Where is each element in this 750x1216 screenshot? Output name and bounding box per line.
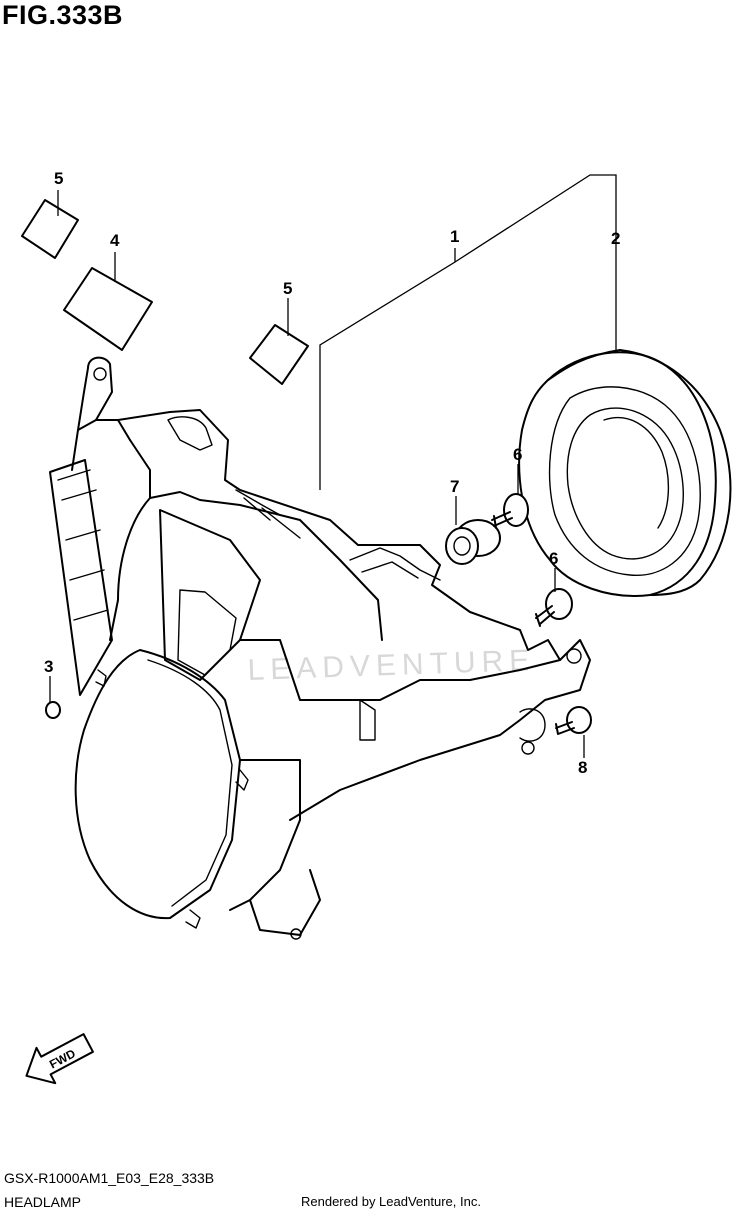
leader-lines: [49, 174, 617, 758]
watermark: LEADVENTURE: [247, 644, 536, 687]
callout-5a: 5: [54, 169, 63, 188]
part-6-screw-lower[interactable]: [535, 588, 573, 627]
part-8-screw[interactable]: [555, 706, 592, 735]
callout-1: 1: [450, 227, 459, 246]
callout-8: 8: [578, 758, 587, 777]
part-7-grommet[interactable]: [445, 519, 501, 565]
part-5b-label-sticker[interactable]: [249, 324, 309, 385]
section-name: HEADLAMP: [4, 1194, 82, 1210]
figure-title: FIG.333B: [2, 0, 124, 30]
part-3-plug[interactable]: [45, 701, 61, 719]
rendered-by-credit: Rendered by LeadVenture, Inc.: [301, 1194, 481, 1209]
part-2-rubber-boot[interactable]: [518, 349, 732, 597]
callout-2: 2: [611, 229, 620, 248]
fwd-arrow-icon: FWD: [25, 1033, 94, 1085]
part-1-headlamp-assembly[interactable]: [49, 356, 591, 940]
part-5-label-sticker[interactable]: [21, 199, 79, 259]
callout-5b: 5: [283, 279, 292, 298]
part-4-label-sticker[interactable]: [63, 267, 153, 351]
part-6-screw-upper[interactable]: [491, 493, 529, 529]
model-code: GSX-R1000AM1_E03_E28_333B: [4, 1170, 215, 1186]
callout-6b: 6: [549, 549, 558, 568]
callout-4: 4: [110, 231, 120, 250]
callout-3: 3: [44, 657, 53, 676]
callout-6a: 6: [513, 445, 522, 464]
callout-7: 7: [450, 477, 459, 496]
